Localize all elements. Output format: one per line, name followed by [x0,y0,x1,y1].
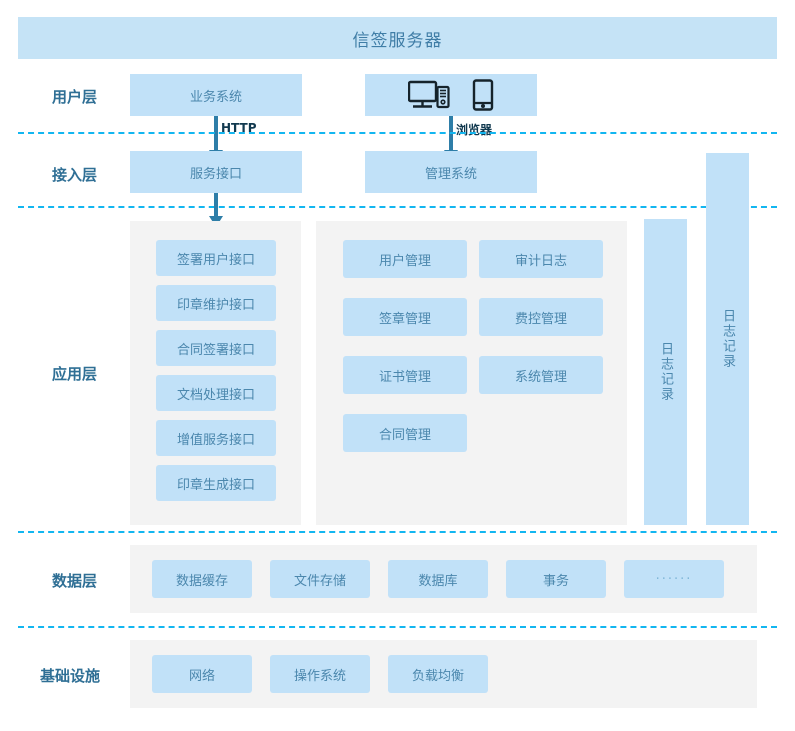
log-record-bar-access[interactable]: 日志记录 [706,153,749,525]
app-interface-chip[interactable]: 签署用户接口 [156,240,276,276]
log-record-bar-app[interactable]: 日志记录 [644,219,687,525]
layer-label-app: 应用层 [52,365,98,383]
arrow-label-http: HTTP [221,121,257,135]
data-layer-chip-more[interactable]: ······ [624,560,724,598]
divider-app-data [18,531,777,533]
data-layer-chip[interactable]: 文件存储 [270,560,370,598]
mobile-phone-icon [472,79,494,111]
divider-user-access [18,132,777,134]
layer-label-access: 接入层 [52,166,98,184]
infra-layer-chip[interactable]: 网络 [152,655,252,693]
log-record-bar-access-label: 日志记录 [720,309,735,369]
data-layer-chip[interactable]: 数据缓存 [152,560,252,598]
app-management-chip[interactable]: 系统管理 [479,356,603,394]
infra-layer-chip[interactable]: 负载均衡 [388,655,488,693]
desktop-computer-icon [408,80,450,109]
layer-label-user: 用户层 [52,88,98,106]
service-interface-box[interactable]: 服务接口 [130,151,302,193]
app-management-chip[interactable]: 用户管理 [343,240,467,278]
business-system-box[interactable]: 业务系统 [130,74,302,116]
app-interface-chip[interactable]: 印章生成接口 [156,465,276,501]
arrow-http-line [214,116,218,154]
arrow-app-line [214,193,218,221]
app-management-chip[interactable]: 签章管理 [343,298,467,336]
divider-access-app [18,206,777,208]
layer-label-data: 数据层 [52,572,98,590]
app-management-chip[interactable]: 费控管理 [479,298,603,336]
data-layer-chip[interactable]: 数据库 [388,560,488,598]
client-devices-box[interactable] [365,74,537,116]
app-management-chip[interactable]: 审计日志 [479,240,603,278]
infra-layer-chip[interactable]: 操作系统 [270,655,370,693]
app-management-chip[interactable]: 证书管理 [343,356,467,394]
app-management-chip[interactable]: 合同管理 [343,414,467,452]
management-system-box[interactable]: 管理系统 [365,151,537,193]
app-interface-chip[interactable]: 合同签署接口 [156,330,276,366]
log-record-bar-app-label: 日志记录 [658,342,673,402]
divider-data-infra [18,626,777,628]
data-layer-chip[interactable]: 事务 [506,560,606,598]
arrow-browser-line [449,116,453,154]
app-interface-chip[interactable]: 文档处理接口 [156,375,276,411]
layer-label-infra: 基础设施 [40,667,101,685]
client-devices-icons [365,74,537,116]
app-interface-chip[interactable]: 印章维护接口 [156,285,276,321]
app-interface-chip[interactable]: 增值服务接口 [156,420,276,456]
arrow-label-browser: 浏览器 [456,123,493,137]
page-title: 信签服务器 [18,17,777,59]
